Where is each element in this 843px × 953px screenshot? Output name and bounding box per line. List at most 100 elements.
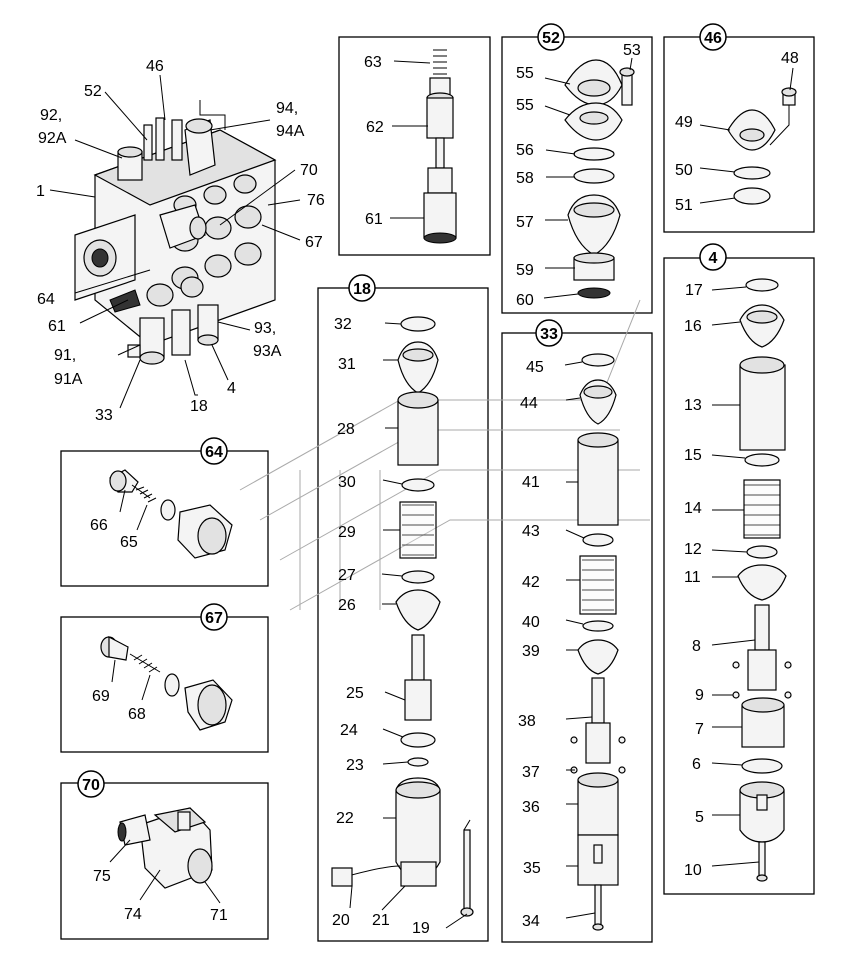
svg-text:4: 4	[709, 250, 718, 267]
label-36: 36	[522, 799, 540, 816]
kit-64-parts	[109, 469, 233, 559]
label-43: 43	[522, 523, 540, 540]
main-valve-assembly	[74, 100, 277, 365]
label-42: 42	[522, 574, 540, 591]
label-9: 9	[695, 687, 704, 704]
label-44: 44	[520, 395, 538, 412]
label-18: 18	[190, 398, 208, 415]
svg-text:52: 52	[542, 30, 560, 47]
frame-kit-46	[663, 36, 815, 233]
frame-kit-18	[317, 287, 489, 942]
label-61b: 61	[365, 211, 383, 228]
callout-64: 64	[200, 437, 228, 465]
label-22: 22	[336, 810, 354, 827]
label-64: 64	[37, 291, 55, 308]
label-5: 5	[695, 809, 704, 826]
kit-52-parts	[543, 57, 635, 299]
label-30: 30	[338, 474, 356, 491]
label-63: 63	[364, 54, 382, 71]
kit-18-parts	[331, 316, 474, 929]
label-31: 31	[338, 356, 356, 373]
frame-kit-4	[663, 257, 815, 895]
frame-kit-64	[60, 450, 269, 587]
label-39: 39	[522, 643, 540, 660]
callout-18: 18	[348, 274, 376, 302]
label-17: 17	[685, 282, 703, 299]
label-56: 56	[516, 142, 534, 159]
label-23: 23	[346, 757, 364, 774]
label-12: 12	[684, 541, 702, 558]
label-67: 67	[305, 234, 323, 251]
frame-kit-33	[501, 332, 653, 943]
label-8: 8	[692, 638, 701, 655]
label-61: 61	[48, 318, 66, 335]
label-16: 16	[684, 318, 702, 335]
label-70: 70	[300, 162, 318, 179]
label-38: 38	[518, 713, 536, 730]
callout-33: 33	[535, 319, 563, 347]
label-75: 75	[93, 868, 111, 885]
label-53: 53	[623, 42, 641, 59]
label-55b: 55	[516, 97, 534, 114]
label-13: 13	[684, 397, 702, 414]
svg-text:64: 64	[205, 444, 223, 461]
label-52: 52	[84, 83, 102, 100]
callout-4: 4	[699, 243, 727, 271]
label-1: 1	[36, 183, 45, 200]
svg-text:70: 70	[82, 777, 100, 794]
label-66: 66	[90, 517, 108, 534]
label-34: 34	[522, 913, 540, 930]
label-65: 65	[120, 534, 138, 551]
label-20: 20	[332, 912, 350, 929]
label-32: 32	[334, 316, 352, 333]
callout-46: 46	[699, 23, 727, 51]
label-26: 26	[338, 597, 356, 614]
frame-kit-70	[60, 782, 269, 940]
label-91a: 91A	[54, 371, 83, 388]
label-92: 92,	[40, 107, 62, 124]
label-27: 27	[338, 567, 356, 584]
callout-70: 70	[77, 770, 105, 798]
frame-kit-67	[60, 616, 269, 753]
label-93a: 93A	[253, 343, 282, 360]
label-33: 33	[95, 407, 113, 424]
frame-spool-63	[338, 36, 491, 256]
label-50: 50	[675, 162, 693, 179]
kit-67-parts	[100, 636, 233, 731]
spool-parts	[390, 49, 457, 244]
label-14: 14	[684, 500, 702, 517]
label-37: 37	[522, 764, 540, 781]
label-58: 58	[516, 170, 534, 187]
label-19: 19	[412, 920, 430, 937]
svg-text:67: 67	[205, 610, 223, 627]
label-51: 51	[675, 197, 693, 214]
label-11: 11	[684, 569, 701, 586]
label-62: 62	[366, 119, 384, 136]
label-25: 25	[346, 685, 364, 702]
callout-67: 67	[200, 603, 228, 631]
label-6: 6	[692, 756, 701, 773]
label-93: 93,	[254, 320, 276, 337]
label-29: 29	[338, 524, 356, 541]
label-35: 35	[523, 860, 541, 877]
label-49: 49	[675, 114, 693, 131]
label-4: 4	[227, 380, 236, 397]
kit-46-parts	[699, 67, 797, 205]
label-60: 60	[516, 292, 534, 309]
label-46: 46	[146, 58, 164, 75]
label-7: 7	[695, 721, 704, 738]
leaders-main	[49, 74, 301, 409]
label-10: 10	[684, 862, 702, 879]
svg-text:33: 33	[540, 326, 558, 343]
label-76: 76	[307, 192, 325, 209]
label-55a: 55	[516, 65, 534, 82]
label-94a: 94A	[276, 123, 305, 140]
kit-33-parts	[564, 353, 626, 931]
label-74: 74	[124, 906, 142, 923]
label-24: 24	[340, 722, 358, 739]
label-28: 28	[337, 421, 355, 438]
kit-4-parts	[711, 278, 792, 882]
label-15: 15	[684, 447, 702, 464]
label-41: 41	[522, 474, 540, 491]
